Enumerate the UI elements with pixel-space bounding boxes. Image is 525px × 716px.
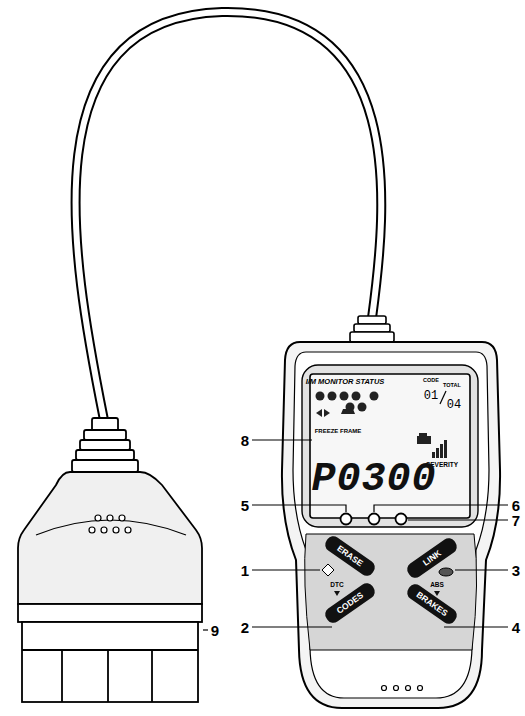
leader-lines <box>203 440 508 630</box>
callout-number: 4 <box>512 620 520 635</box>
screen-heading: I/M MONITOR STATUS <box>306 378 385 386</box>
buttons <box>322 533 460 626</box>
scanner-body <box>282 316 500 708</box>
dtc-readout: P0300 <box>311 460 436 500</box>
code-total: 04 <box>447 399 461 411</box>
screen-label: FREEZE FRAME <box>315 428 362 434</box>
callout-number: 6 <box>512 498 520 513</box>
callout-number: 7 <box>512 513 520 528</box>
callout-number: 3 <box>512 563 520 578</box>
indicator-leds <box>341 514 407 525</box>
callout-number: 5 <box>241 498 249 513</box>
callout-number: 8 <box>241 433 249 448</box>
screen-label: TOTAL <box>443 383 461 389</box>
screen-icons <box>316 391 448 458</box>
callout-number: 2 <box>241 620 249 635</box>
callout-number: 1 <box>241 563 249 578</box>
button-label: DTC <box>330 582 343 589</box>
code-counter: 01 <box>424 390 438 402</box>
obd-connector <box>18 418 202 702</box>
callout-number: 9 <box>211 623 219 638</box>
button-label: ABS <box>430 582 444 589</box>
screen-label: CODE <box>423 378 439 384</box>
